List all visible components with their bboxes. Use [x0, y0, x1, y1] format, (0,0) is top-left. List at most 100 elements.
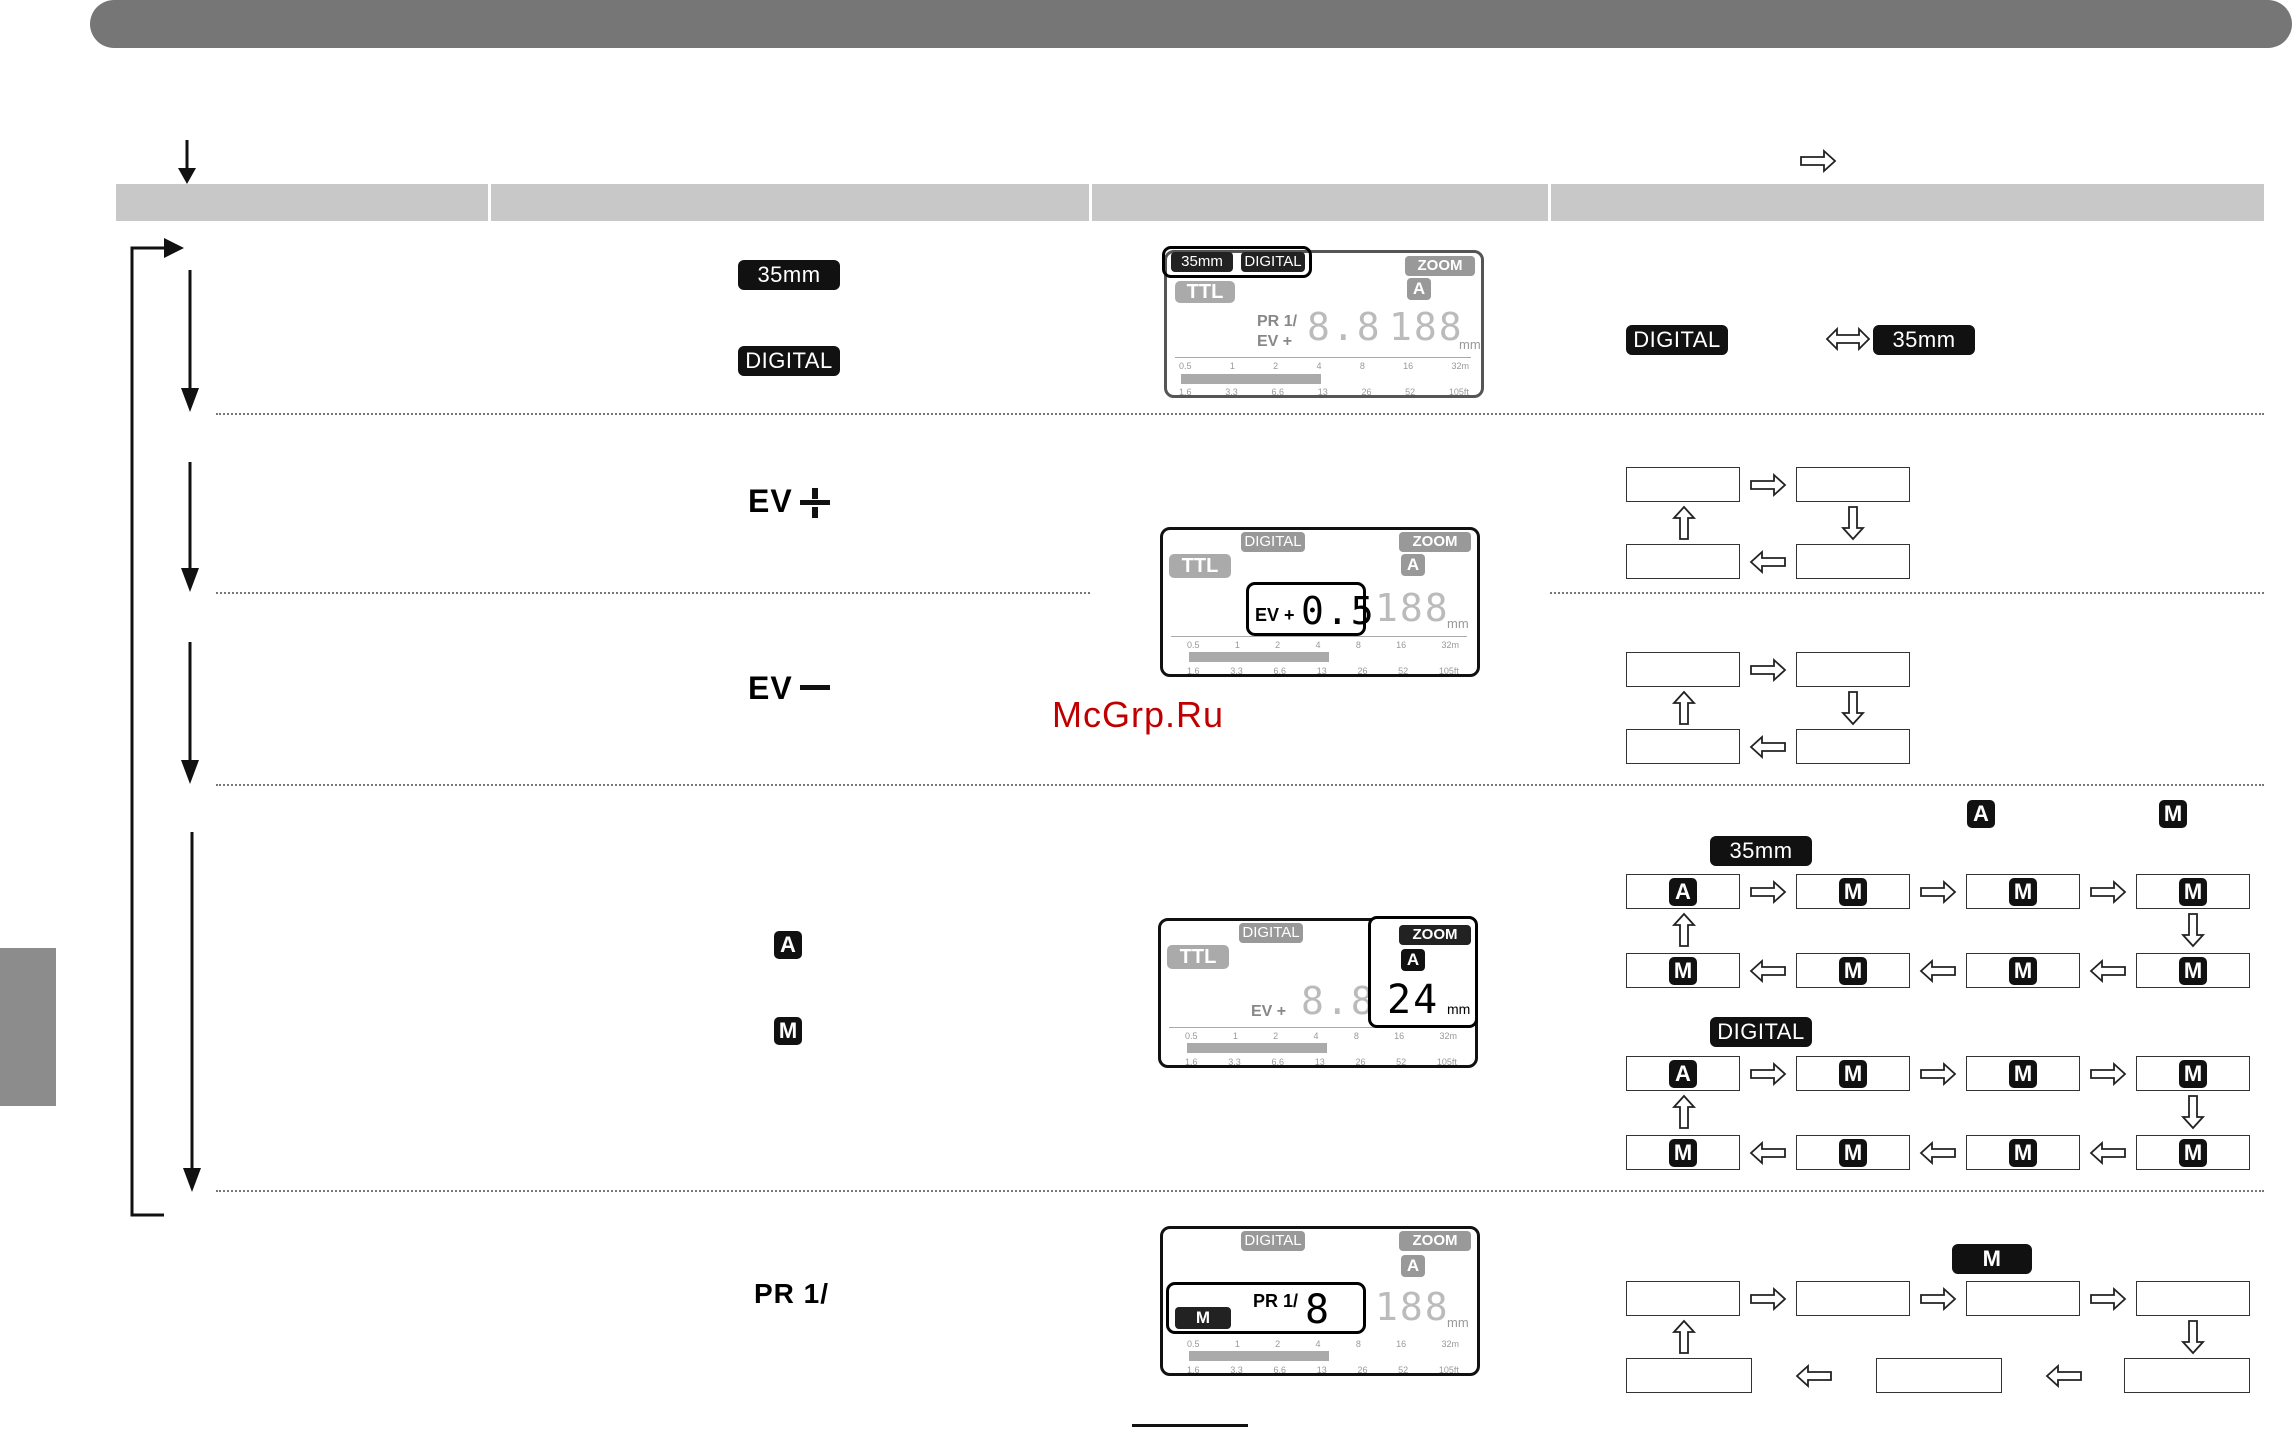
zoom-box: M — [2136, 1135, 2250, 1170]
column-header-4 — [1551, 184, 2264, 221]
right-arrow-icon — [1750, 1286, 1787, 1312]
zoom-box: M — [2136, 874, 2250, 909]
badge-35mm: 35mm — [738, 260, 840, 290]
left-arrow-icon — [1919, 1140, 1956, 1166]
lcd-ev: EV + — [1257, 333, 1293, 350]
double-arrow-icon — [1825, 326, 1871, 352]
zoom-box: M — [1796, 874, 1910, 909]
ev-minus-label: EV — [748, 670, 793, 706]
lcd-scale-bar — [1181, 374, 1321, 384]
right-arrow-icon — [1920, 1286, 1957, 1312]
lcd-a: A — [1401, 1255, 1425, 1277]
lcd-digital: DIGITAL — [1241, 532, 1305, 552]
lcd-zoom: ZOOM — [1399, 1231, 1471, 1251]
zoom-m: M — [2179, 1139, 2207, 1167]
lcd-scale-bar — [1189, 1351, 1329, 1361]
lcd-scale-line — [1169, 1027, 1465, 1028]
lcd-a: A — [1407, 278, 1431, 300]
cycle-box — [1796, 467, 1910, 502]
lcd-mm: mm — [1459, 337, 1481, 352]
row-separator-2a — [216, 592, 1090, 594]
loop-bracket — [130, 238, 184, 1217]
power-box — [1796, 1281, 1910, 1316]
zoom-m: M — [1839, 957, 1867, 985]
lcd-pr: PR 1/ — [1257, 313, 1298, 330]
mode-m-badge: M — [774, 1017, 802, 1045]
column-header-3 — [1092, 184, 1548, 221]
left-arrow-icon — [1749, 549, 1786, 575]
lcd-m: M — [1175, 1307, 1231, 1329]
step-arrow-1 — [181, 270, 199, 412]
zoom-m: M — [1669, 1139, 1697, 1167]
right-arrow-icon — [1750, 1061, 1787, 1087]
zoom-box: M — [1796, 953, 1910, 988]
power-box — [1626, 1358, 1752, 1393]
zoom-m: M — [1839, 878, 1867, 906]
right-arrow-icon — [1920, 1061, 1957, 1087]
cycle-box — [1626, 729, 1740, 764]
zoom-m: M — [2009, 957, 2037, 985]
left-arrow-icon — [1749, 958, 1786, 984]
zoom-m: M — [2179, 878, 2207, 906]
pr-label: PR 1/ — [754, 1278, 830, 1309]
left-arrow-icon — [1749, 734, 1786, 760]
lcd-format-highlight: 35mm DIGITAL — [1162, 246, 1312, 278]
lcd-scale-line — [1171, 636, 1467, 637]
right-arrow-icon — [1800, 148, 1837, 174]
lcd-seg-8: 8 — [1305, 1287, 1332, 1333]
down-arrow-icon — [2180, 1095, 2206, 1130]
lcd-seg-188: 188 — [1375, 1285, 1450, 1329]
cycle-box — [1626, 544, 1740, 579]
page-number-rule — [1132, 1424, 1248, 1427]
lcd-seg-188: 188 — [1389, 305, 1464, 349]
lcd-ev: EV + — [1251, 1003, 1287, 1020]
zoom-m: M — [2179, 957, 2207, 985]
zoom-box: M — [1796, 1135, 1910, 1170]
badge-35mm-right: 35mm — [1873, 325, 1975, 355]
lcd-digital: DIGITAL — [1241, 1231, 1305, 1251]
lcd-seg-24: 24 — [1387, 977, 1440, 1023]
zoom-a: A — [1669, 1060, 1697, 1088]
zoom-box: M — [1626, 953, 1740, 988]
zoom-m: M — [1839, 1060, 1867, 1088]
lcd-a: A — [1401, 949, 1425, 971]
power-box — [2124, 1358, 2250, 1393]
lcd-digital: DIGITAL — [1239, 923, 1303, 943]
left-arrow-icon — [2089, 1140, 2126, 1166]
zoom-m: M — [1669, 957, 1697, 985]
lcd-digital: DIGITAL — [1241, 252, 1305, 272]
badge-digital-right: DIGITAL — [1626, 325, 1728, 355]
column-header-1 — [116, 184, 488, 221]
badge-m-power: M — [1952, 1244, 2032, 1274]
right-arrow-icon — [1750, 879, 1787, 905]
badge-35mm-zoom: 35mm — [1710, 836, 1812, 866]
power-box — [1876, 1358, 2002, 1393]
lcd-ev: EV + — [1255, 605, 1295, 625]
step-arrow-4 — [183, 832, 201, 1192]
lcd-scale-bar — [1187, 1043, 1327, 1053]
zoom-m: M — [2009, 1139, 2037, 1167]
left-arrow-icon — [1795, 1363, 1832, 1389]
down-arrow-icon — [2180, 913, 2206, 948]
lcd-ttl: TTL — [1175, 281, 1235, 303]
lcd-scale-bar — [1189, 652, 1329, 662]
badge-digital: DIGITAL — [738, 346, 840, 376]
lcd-ttl: TTL — [1167, 945, 1229, 969]
lcd-scale-line — [1175, 357, 1471, 358]
zoom-box: M — [1966, 953, 2080, 988]
power-box — [2136, 1281, 2250, 1316]
power-box — [1626, 1281, 1740, 1316]
lcd-a: A — [1401, 554, 1425, 576]
minus-icon — [800, 685, 830, 690]
row-separator-2b — [1550, 592, 2264, 594]
section-tab — [0, 948, 56, 1106]
zoom-m: M — [2009, 1060, 2037, 1088]
up-arrow-icon — [1671, 912, 1697, 947]
lcd-power-highlight: M PR 1/ 8 — [1166, 1282, 1366, 1334]
